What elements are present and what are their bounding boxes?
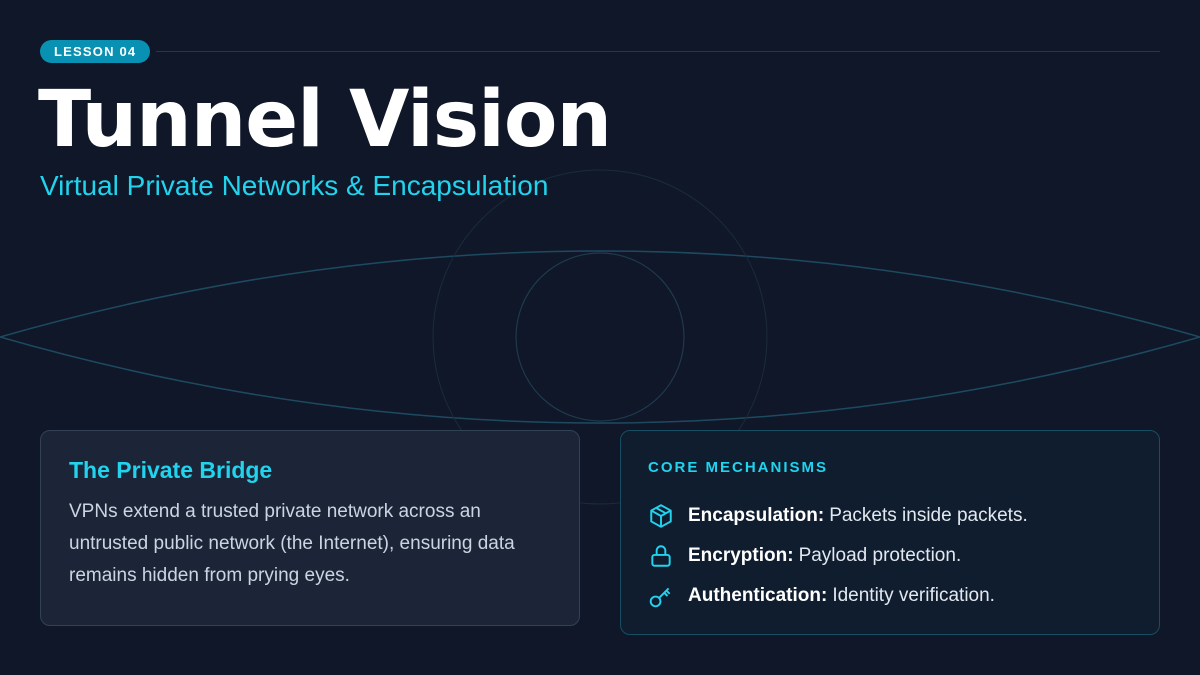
list-item: Encryption: Payload protection. (648, 536, 1132, 576)
box-icon (650, 504, 672, 528)
mechanism-desc: Identity verification. (832, 585, 995, 606)
card-body: VPNs extend a trusted private network ac… (69, 501, 515, 586)
list-item: Authentication: Identity verification. (648, 576, 1132, 616)
mechanism-desc: Packets inside packets. (829, 505, 1028, 526)
page-subtitle: Virtual Private Networks & Encapsulation (40, 170, 549, 201)
list-item: Encapsulation: Packets inside packets. (648, 496, 1132, 536)
mechanism-term: Authentication: (688, 585, 828, 606)
card-heading: CORE MECHANISMS (648, 459, 829, 476)
card-heading: The Private Bridge (69, 457, 273, 483)
header-divider (156, 51, 1160, 52)
key-icon (649, 587, 671, 608)
lock-icon (651, 545, 671, 567)
private-bridge-card: The Private Bridge VPNs extend a trusted… (40, 430, 580, 626)
mechanism-desc: Payload protection. (798, 545, 962, 566)
page-title: Tunnel Vision (38, 75, 612, 165)
mechanism-term: Encryption: (688, 545, 794, 566)
lesson-badge: LESSON 04 (40, 40, 151, 63)
mechanism-term: Encapsulation: (688, 505, 825, 526)
core-mechanisms-card: CORE MECHANISMS Encapsulation: Packets i… (620, 430, 1160, 635)
